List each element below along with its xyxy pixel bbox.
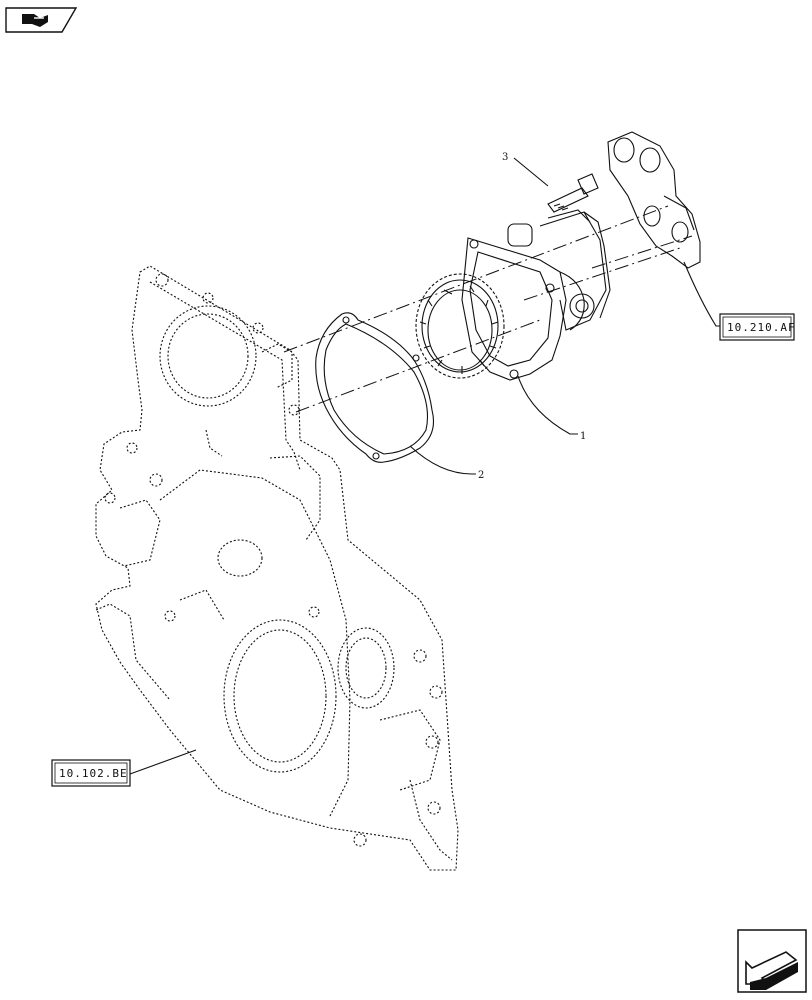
- alignment-lines: [283, 205, 693, 413]
- fuel-pump: [461, 209, 611, 381]
- pump-drive-gear: [415, 273, 505, 379]
- bolt: [547, 173, 599, 213]
- callout-leaders: [129, 157, 722, 775]
- callout-pump: 1: [580, 431, 586, 442]
- next-page-arrow-icon[interactable]: [737, 929, 807, 993]
- gasket: [315, 312, 435, 463]
- callout-bolt: 3: [502, 152, 508, 163]
- timing-housing: [95, 265, 459, 871]
- ref-label-bracket: 10.210.AF: [727, 321, 796, 334]
- ref-box-housing[interactable]: 10.102.BE: [51, 759, 131, 787]
- mounting-bracket: [607, 131, 701, 269]
- ref-box-bracket[interactable]: 10.210.AF: [719, 313, 796, 341]
- ref-label-housing: 10.102.BE: [59, 767, 128, 780]
- callout-gasket: 2: [478, 470, 484, 481]
- open-book-arrow-icon[interactable]: [5, 7, 78, 33]
